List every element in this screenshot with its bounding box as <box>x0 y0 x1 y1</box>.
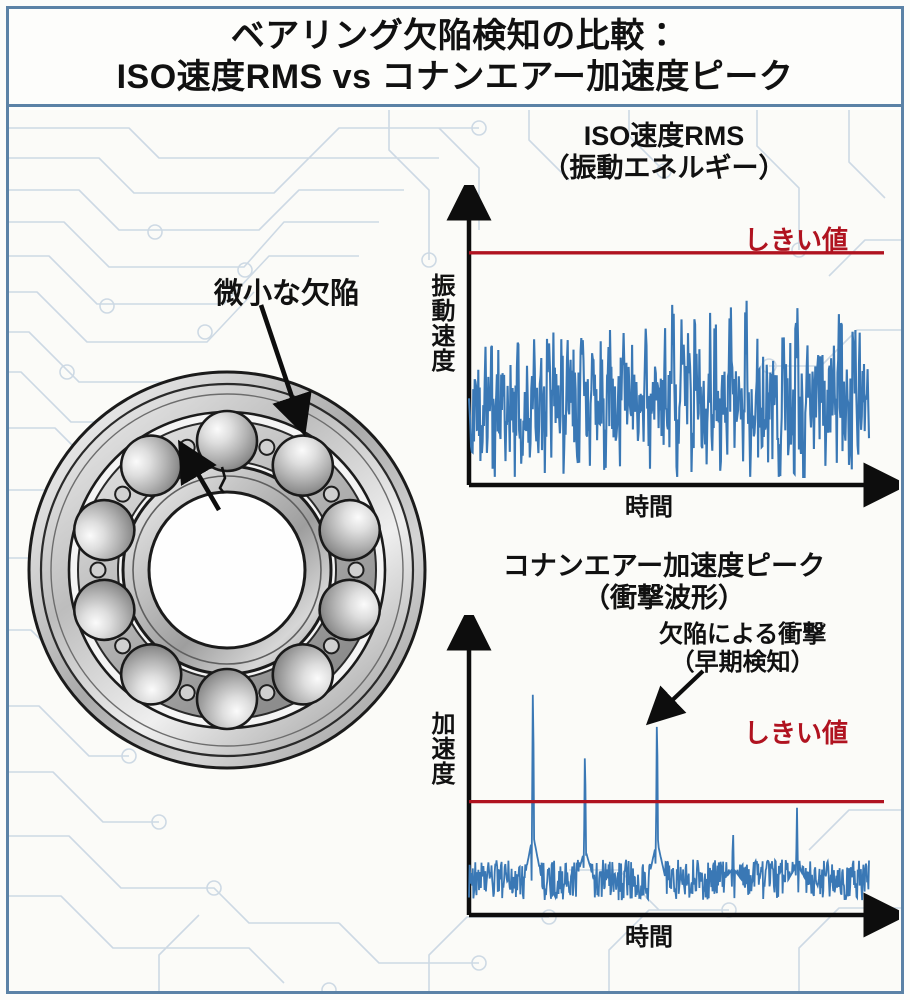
defect-annotation-label: 微小な欠陥 <box>214 278 360 310</box>
chart-conanair-acceleration-peak: コナンエアー加速度ピーク （衝撃波形） <box>427 550 901 980</box>
chart-bottom-plot-area: 加速度 時間 しきい値 欠陥による衝撃 （早期検知） <box>427 605 901 951</box>
chart-top-plot-area: 振動速度 時間 しきい値 <box>427 175 901 521</box>
page-title-line-1: ベアリング欠陥検知の比較： <box>230 17 680 56</box>
chart-bottom-signal-trace <box>468 694 870 902</box>
chart-top-y-axis-label: 振動速度 <box>427 272 454 373</box>
ball-bearing-icon <box>27 370 427 770</box>
poster-title-band: ベアリング欠陥検知の比較： ISO速度RMS vs コナンエアー加速度ピーク <box>9 9 901 107</box>
chart-bottom-x-axis-label: 時間 <box>625 923 673 951</box>
chart-top-threshold-label: しきい値 <box>744 224 849 255</box>
chart-bottom-threshold-label: しきい値 <box>744 717 849 748</box>
chart-bottom-svg <box>446 605 901 938</box>
poster-body: 微小な欠陥 <box>9 110 901 991</box>
chart-top-title-sub: （振動エネルギー） <box>542 153 786 184</box>
chart-iso-velocity-rms: ISO速度RMS （振動エネルギー） 振動速度 時間 <box>427 120 901 540</box>
chart-bottom-title: コナンエアー加速度ピーク （衝撃波形） <box>429 550 899 615</box>
chart-top-title: ISO速度RMS （振動エネルギー） <box>429 120 899 185</box>
chart-top-svg <box>446 175 901 508</box>
chart-bottom-y-axis-label: 加速度 <box>427 710 454 786</box>
chart-top-signal-trace <box>467 300 871 478</box>
chart-bottom-title-main: コナンエアー加速度ピーク <box>502 551 826 581</box>
ball-bearing-illustration <box>17 360 437 780</box>
page-title-line-2: ISO速度RMS vs コナンエアー加速度ピーク <box>116 57 794 96</box>
chart-bottom-annotation: 欠陥による衝撃 （早期検知） <box>659 621 826 678</box>
chart-bottom-annotation-line2: （早期検知） <box>670 649 815 677</box>
chart-top-x-axis-label: 時間 <box>625 493 673 521</box>
bearing-crack-icon <box>218 466 227 494</box>
chart-bottom-annotation-line1: 欠陥による衝撃 <box>659 620 827 648</box>
chart-top-title-main: ISO速度RMS <box>583 121 745 151</box>
chart-bottom-annotation-arrow <box>645 669 705 725</box>
chart-bottom-title-sub: （衝撃波形） <box>583 583 745 614</box>
